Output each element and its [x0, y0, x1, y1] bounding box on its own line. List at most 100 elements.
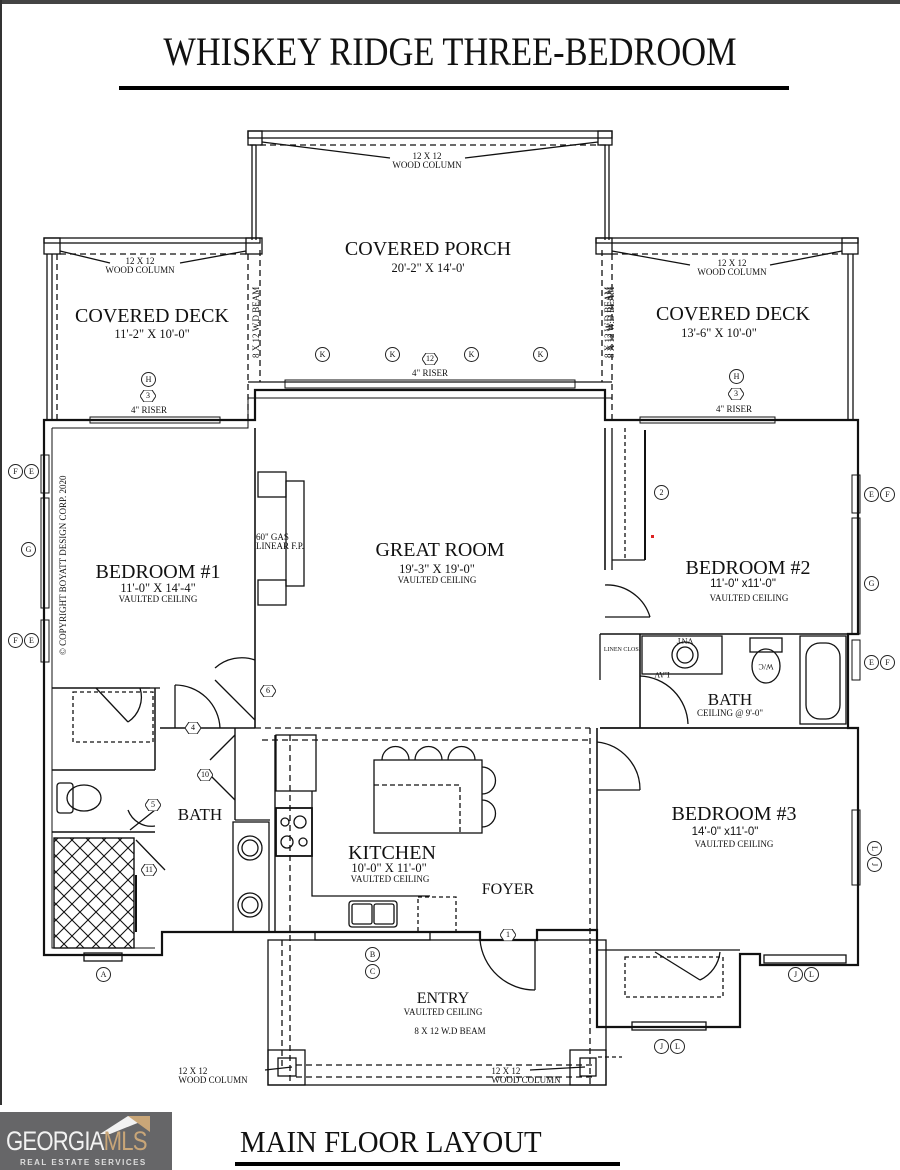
wc-note: W/C — [758, 662, 774, 671]
entry-beam-note: 8 X 12 W.D BEAM — [414, 1026, 486, 1036]
bedroom2-name: BEDROOM #2 — [685, 557, 811, 579]
deck-left-riser-note: 4" RISER — [131, 405, 167, 415]
covered-deck-right-name: COVERED DECK — [656, 303, 810, 325]
vanity-note: VNT — [676, 636, 694, 645]
window-tag-k: K — [533, 347, 548, 362]
entry-right-column-note: 12 X 12 WOOD COLUMN — [491, 1067, 560, 1085]
door-tag-1: 1 — [500, 929, 516, 941]
window-tag-h: H — [729, 369, 744, 384]
deck-left-column-note: 12 X 12 WOOD COLUMN — [105, 257, 174, 275]
logo-accent: MLS — [103, 1126, 148, 1156]
page-title: WHISKEY RIDGE THREE-BEDROOM — [163, 29, 737, 74]
bath-left-name: BATH — [177, 805, 223, 824]
window-tag-j: J — [788, 967, 803, 982]
porch-beam-left-note: 8 X 12 W.D BEAM — [251, 286, 261, 358]
column-label: WOOD COLUMN — [697, 267, 767, 277]
window-tag-l: L — [670, 1039, 685, 1054]
entry-left-column-note: 12 X 12 WOOD COLUMN — [178, 1067, 247, 1085]
window-tag-f: F — [8, 633, 23, 648]
bath-right-ceiling: CEILING @ 9'-0" — [696, 708, 764, 718]
column-label: WOOD COLUMN — [491, 1075, 561, 1085]
door-tag-label: 6 — [266, 686, 270, 695]
window-tag-f: F — [880, 655, 895, 670]
door-tag-3: 3 — [140, 390, 156, 402]
window-tag-g: G — [21, 542, 36, 557]
entry-name: ENTRY — [416, 990, 470, 1007]
column-label: WOOD COLUMN — [105, 265, 175, 275]
footer-underline — [235, 1162, 620, 1166]
column-label: WOOD COLUMN — [392, 160, 462, 170]
window-tag-h: H — [141, 372, 156, 387]
door-tag-6: 6 — [260, 685, 276, 697]
page-left-border — [0, 0, 2, 1105]
title-underline — [119, 86, 789, 90]
window-tag-e: E — [24, 464, 39, 479]
door-tag-10: 10 — [197, 769, 213, 781]
door-tag-2: 2 — [654, 485, 669, 500]
entry-ceiling: VAULTED CEILING — [403, 1007, 483, 1017]
column-size: 12 X 12 — [412, 151, 442, 161]
door-tag-5: 5 — [145, 799, 161, 811]
logo-tagline: REAL ESTATE SERVICES — [20, 1158, 147, 1167]
window-tag-c: C — [365, 964, 380, 979]
bedroom1-name: BEDROOM #1 — [95, 561, 221, 583]
window-tag-a: A — [96, 967, 111, 982]
column-size: 12 X 12 — [125, 256, 155, 266]
porch-riser-note: 4" RISER — [412, 368, 448, 378]
covered-deck-left-size: 11'-2" X 10'-0" — [114, 327, 190, 341]
window-tag-k: K — [464, 347, 479, 362]
door-tag-label: 10 — [201, 770, 209, 779]
lav-note: LAV — [654, 670, 670, 679]
bedroom3-name: BEDROOM #3 — [671, 803, 797, 825]
door-tag-label: 11 — [145, 865, 153, 874]
door-tag-11: 11 — [141, 864, 157, 876]
fireplace-size: 60" GAS — [255, 532, 289, 542]
column-size: 12 X 12 — [717, 258, 747, 268]
door-tag-12: 12 — [422, 353, 438, 365]
door-tag-label: 1 — [506, 930, 510, 939]
door-tag-label: 3 — [734, 389, 738, 398]
column-size: 12 X 12 — [178, 1066, 208, 1076]
window-tag-e: E — [24, 633, 39, 648]
window-tag-l: L — [804, 967, 819, 982]
window-tag-k: K — [315, 347, 330, 362]
bedroom3-ceiling: VAULTED CEILING — [694, 839, 774, 849]
window-tag-e: E — [864, 655, 879, 670]
covered-porch-size: 20'-2" X 14'-0' — [391, 261, 465, 275]
column-label: WOOD COLUMN — [178, 1075, 248, 1085]
window-tag-e: E — [864, 487, 879, 502]
door-tag-label: 3 — [146, 391, 150, 400]
logo-primary: GEORGIA — [6, 1126, 104, 1156]
georgia-mls-logo: GEORGIAMLS REAL ESTATE SERVICES — [0, 1112, 172, 1170]
door-tag-4: 4 — [185, 722, 201, 734]
porch-top-beam — [247, 130, 613, 139]
window-tag-f: F — [880, 487, 895, 502]
deck-right-riser-note: 4" RISER — [716, 404, 752, 414]
deck-right-column-note: 12 X 12 WOOD COLUMN — [697, 259, 766, 277]
door-tag-3: 3 — [728, 388, 744, 400]
fireplace-note: 60" GAS LINEAR F.P. — [256, 533, 304, 551]
kitchen-name: KITCHEN — [348, 842, 436, 864]
bedroom1-size: 11'-0" X 14'-4" — [120, 581, 196, 595]
window-tag-j: J — [867, 857, 882, 872]
great-room-ceiling: VAULTED CEILING — [397, 575, 477, 585]
logo-wordmark: GEORGIAMLS — [6, 1126, 147, 1157]
porch-column-note: 12 X 12 WOOD COLUMN — [392, 152, 461, 170]
column-size: 12 X 12 — [491, 1066, 521, 1076]
footer-title: MAIN FLOOR LAYOUT — [240, 1124, 542, 1159]
window-tag-j: J — [654, 1039, 669, 1054]
great-room-size: 19'-3" X 19'-0" — [399, 562, 475, 576]
covered-porch-name: COVERED PORCH — [344, 238, 512, 260]
great-room-name: GREAT ROOM — [375, 539, 505, 561]
door-tag-label: 4 — [191, 723, 195, 732]
window-tag-b: B — [365, 947, 380, 962]
window-top-border — [0, 0, 900, 4]
covered-deck-right-size: 13'-6" X 10'-0" — [681, 326, 757, 340]
roof-icon — [100, 1116, 150, 1134]
copyright-note: © COPYRIGHT BOYATT DESIGN CORP. 2020 — [58, 475, 68, 655]
window-tag-k: K — [385, 347, 400, 362]
bedroom2-size: 11'-0" x11'-0" — [710, 578, 776, 590]
bedroom2-ceiling: VAULTED CEILING — [709, 593, 789, 603]
kitchen-size: 10'-0" X 11'-0" — [351, 861, 427, 875]
